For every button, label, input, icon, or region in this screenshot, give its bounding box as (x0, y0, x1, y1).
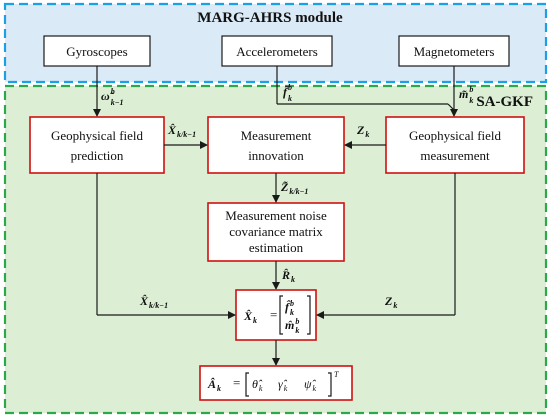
measurement-innovation-box: Measurement innovation (207, 116, 345, 174)
accelerometers-box: Accelerometers (221, 35, 333, 67)
attitude-theta: θ̂k (252, 377, 263, 393)
xk-label: X̂k (243, 309, 257, 325)
attitude-A: Âk (207, 377, 221, 393)
attitude-gamma: γ̂k (278, 377, 288, 393)
gyroscopes-box: Gyroscopes (43, 35, 151, 67)
xpred2-label: X̂k/k−1 (139, 294, 168, 310)
noise-covariance-estimation-box: Measurement noise covariance matrix esti… (207, 202, 345, 262)
gyroscopes-label: Gyroscopes (66, 44, 127, 59)
zk-label: Zk (356, 123, 369, 139)
state-eq: = (270, 307, 277, 322)
innovation-line-1: Measurement (241, 128, 312, 143)
attitude-transpose: T (334, 370, 339, 379)
measurement-line-1: Geophysical field (409, 128, 502, 143)
attitude-left-bracket (245, 372, 249, 397)
noise-line-1: Measurement noise (225, 208, 327, 223)
merge-junction (447, 103, 455, 111)
attitude-right-bracket (328, 372, 332, 397)
prediction-line-1: Geophysical field (51, 128, 144, 143)
accelerometers-label: Accelerometers (236, 44, 318, 59)
noise-line-3: estimation (249, 240, 304, 255)
zk2-label: Zk (384, 294, 397, 310)
state-right-bracket (307, 295, 311, 335)
rk-label: R̂k (281, 268, 295, 284)
noise-line-2: covariance matrix (229, 224, 323, 239)
state-left-bracket (279, 295, 283, 335)
geophysical-field-prediction-box: Geophysical field prediction (29, 116, 165, 174)
measurement-line-2: measurement (420, 148, 490, 163)
attitude-eq: = (233, 375, 240, 390)
geophysical-field-measurement-box: Geophysical field measurement (385, 116, 525, 174)
marg-ahrs-module-title: MARG-AHRS module (197, 10, 343, 26)
magnetometers-box: Magnetometers (398, 35, 510, 67)
xpred-label: X̂k/k−1 (167, 123, 196, 139)
prediction-line-2: prediction (71, 148, 124, 163)
innovation-line-2: innovation (248, 148, 304, 163)
magnetometers-label: Magnetometers (414, 44, 495, 59)
sa-gkf-title: SA-GKF (476, 94, 533, 110)
attitude-output-box: Âk = θ̂k γ̂k ψ̂k T (199, 365, 353, 401)
ztilde-label: Z̃k/k−1 (280, 180, 308, 196)
